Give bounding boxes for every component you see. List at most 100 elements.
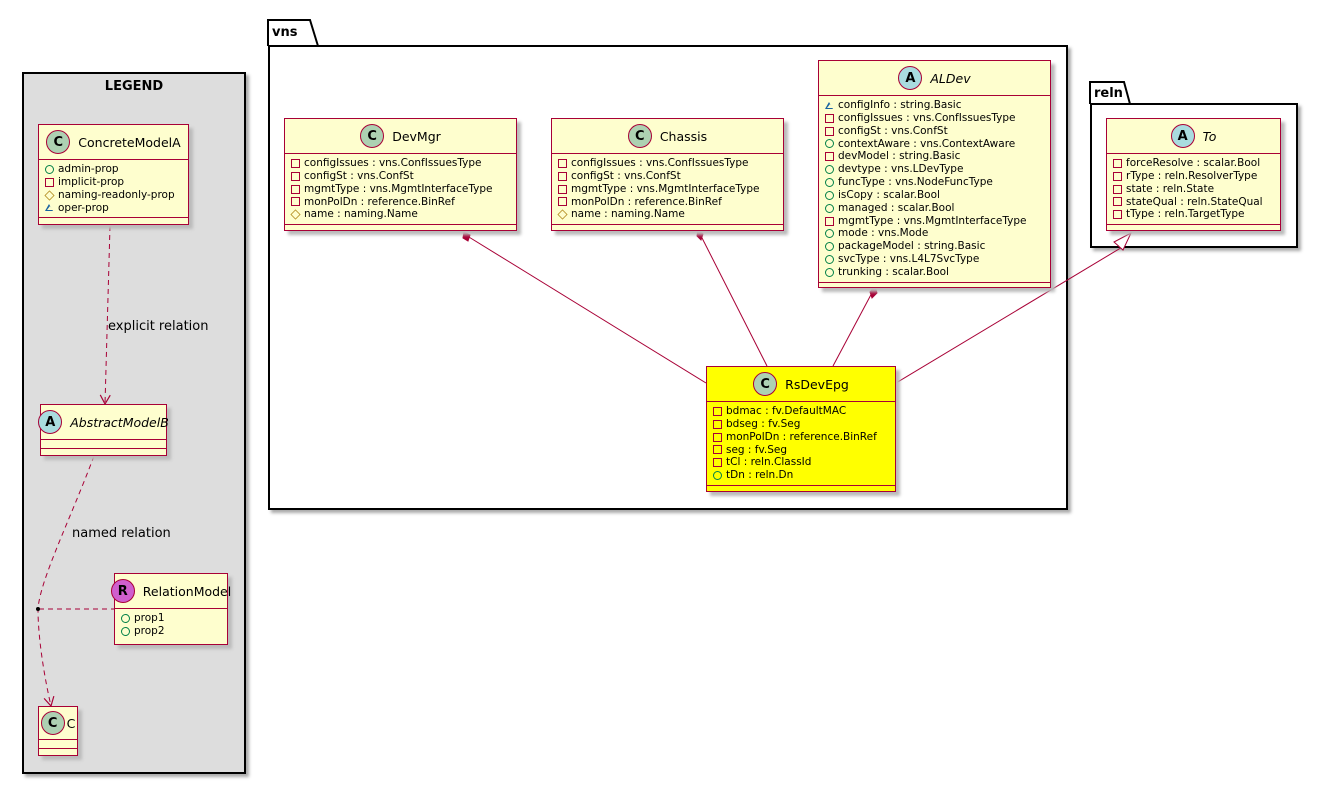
edge-rsdevepg-to [895,245,1125,384]
edge-aldev-rsdevepg [832,288,875,367]
class-c-icon: C [40,711,65,735]
private-visibility-icon [713,406,722,416]
edge-named-relation [37,455,95,708]
named-relation-label: named relation [72,526,171,541]
private-visibility-icon [825,113,834,123]
private-visibility-icon [45,177,54,187]
class-chassis[interactable]: C Chassis configIssues : vns.ConfIssuesT… [551,118,784,231]
attribute-row: managed : scalar.Bool [825,202,1044,215]
class-c-icon: C [627,124,652,148]
attribute-row: seg : fv.Seg [713,444,889,457]
class-name: Chassis [659,128,708,144]
attribute-row: prop1 [121,612,221,625]
attribute-row: state : reln.State [1113,183,1274,196]
attribute-row: tType : reln.TargetType [1113,208,1274,221]
relation-junction-dot [36,607,40,611]
operations-section [285,224,516,233]
private-visibility-icon [713,445,722,455]
edge-explicit-relation [99,225,111,406]
class-c-icon: C [360,124,385,148]
private-visibility-icon [713,419,722,429]
class-name: C [66,715,76,731]
public-visibility-icon [825,229,834,239]
attribute-list: bdmac : fv.DefaultMAC bdseg : fv.Seg mon… [707,401,895,485]
private-visibility-icon [1113,197,1122,207]
public-visibility-icon [825,190,834,200]
attribute-row: contextAware : vns.ContextAware [825,138,1044,151]
class-name: To [1202,128,1217,144]
public-visibility-icon [121,613,130,623]
class-name: AbstractModelB [70,414,169,430]
attribute-row: trunking : scalar.Bool [825,266,1044,279]
private-visibility-icon [291,158,300,168]
operations-section [819,281,1050,291]
class-a-icon: A [38,410,63,434]
class-r-icon: R [110,579,135,603]
attribute-row: svcType : vns.L4L7SvcType [825,253,1044,266]
private-visibility-icon [558,171,567,181]
class-concrete-model-a[interactable]: C ConcreteModelA admin-prop implicit-pro… [38,124,189,225]
attribute-row: isCopy : scalar.Bool [825,189,1044,202]
class-relation-model[interactable]: R RelationModel prop1 prop2 [110,573,232,645]
attribute-row: name : naming.Name [557,208,777,221]
package-reln-label: reln [1094,86,1123,101]
public-visibility-icon [825,139,834,149]
class-name: RelationModel [142,583,232,599]
private-visibility-icon [713,432,722,442]
inherit-triangle [1113,231,1133,251]
class-aldev[interactable]: A ALDev configInfo : string.Basic config… [818,60,1051,288]
private-visibility-icon [1113,158,1122,168]
attribute-row: mode : vns.Mode [825,227,1044,240]
private-visibility-icon [1113,184,1122,194]
attribute-row: bdseg : fv.Seg [713,418,889,431]
operations-section [41,448,166,457]
class-to[interactable]: A To forceResolve : scalar.Bool rType : … [1106,118,1281,231]
private-visibility-icon [558,184,567,194]
public-visibility-icon [825,177,834,187]
attribute-list: configIssues : vns.ConfIssuesType config… [552,153,783,224]
attribute-row: mgmtType : vns.MgmtInterfaceType [558,183,777,196]
attribute-row: packageModel : string.Basic [825,240,1044,253]
attribute-list: forceResolve : scalar.Bool rType : reln.… [1107,153,1280,224]
attribute-row: configSt : vns.ConfSt [558,170,777,183]
attribute-row: implicit-prop [45,176,182,189]
class-devmgr[interactable]: C DevMgr configIssues : vns.ConfIssuesTy… [284,118,517,231]
protected-visibility-icon [44,190,55,201]
attribute-row: configIssues : vns.ConfIssuesType [825,112,1044,125]
attribute-row: mgmtType : vns.MgmtInterfaceType [291,183,510,196]
attribute-row: oper-prop [45,202,182,215]
class-c[interactable]: C C [38,706,78,756]
private-visibility-icon [558,158,567,168]
attribute-row: configSt : vns.ConfSt [291,170,510,183]
private-visibility-icon [291,197,300,207]
class-abstract-model-b[interactable]: A AbstractModelB [38,404,169,457]
public-visibility-icon [121,626,130,636]
class-rsdevepg[interactable]: C RsDevEpg bdmac : fv.DefaultMAC bdseg :… [706,366,896,492]
operations-section [1107,224,1280,233]
attribute-row: rType : reln.ResolverType [1113,170,1274,183]
class-a-icon: A [1170,124,1195,148]
explicit-relation-label: explicit relation [108,319,209,334]
attribute-row: tDn : reln.Dn [713,469,889,482]
attribute-row: bdmac : fv.DefaultMAC [713,405,889,418]
private-visibility-icon [291,184,300,194]
public-visibility-icon [825,267,834,277]
attribute-list: configIssues : vns.ConfIssuesType config… [285,153,516,224]
private-visibility-icon [558,197,567,207]
operations-section [707,485,895,494]
package-visibility-icon [825,101,834,110]
attribute-row: monPolDn : reference.BinRef [713,431,889,444]
package-vns-label: vns [272,25,298,40]
attribute-list [39,739,77,748]
class-c-icon: C [753,372,778,396]
package-visibility-icon [45,203,54,212]
attribute-row: tCl : reln.ClassId [713,456,889,469]
operations-section [552,224,783,233]
private-visibility-icon [291,171,300,181]
private-visibility-icon [1113,171,1122,181]
legend-title: LEGEND [104,79,164,94]
attribute-list: admin-prop implicit-prop naming-readonly… [39,159,188,217]
diamond-aldev [869,284,878,299]
operations-section [39,748,77,757]
